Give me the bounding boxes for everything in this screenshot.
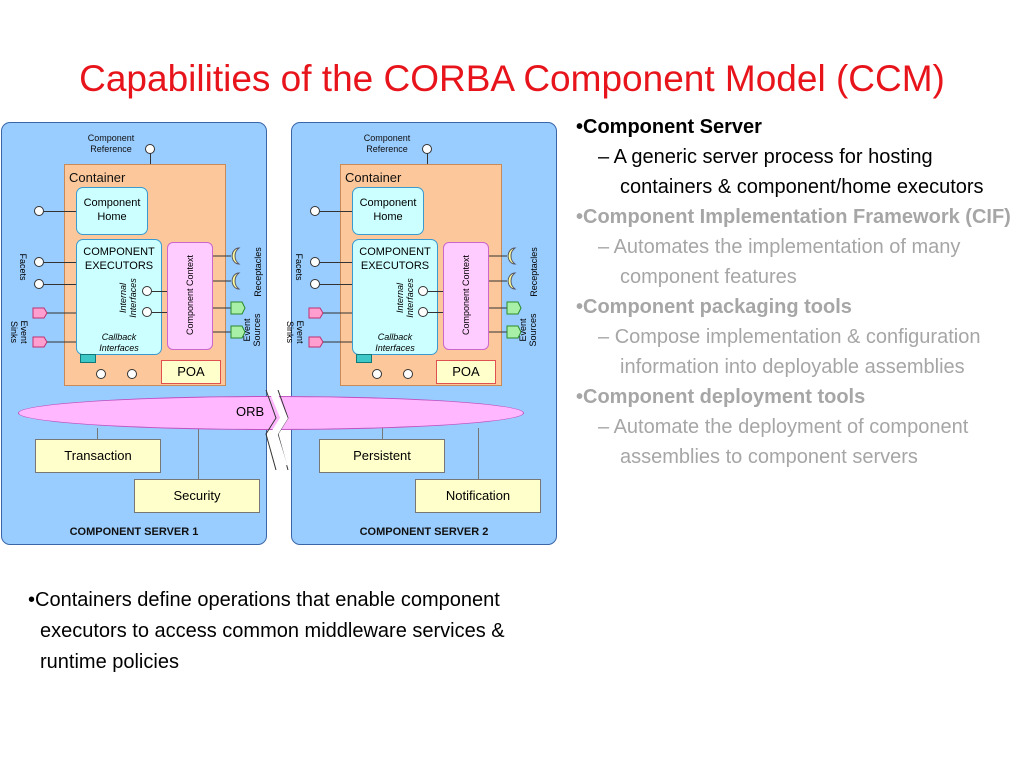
orb-ellipse bbox=[18, 396, 524, 430]
event-sinks-label: Event Sinks bbox=[285, 320, 305, 344]
internal-port-icon bbox=[142, 307, 152, 317]
container-port-icon bbox=[96, 369, 106, 379]
facet-port-icon bbox=[310, 279, 320, 289]
internal-connector bbox=[152, 312, 168, 313]
persistent-service: Persistent bbox=[319, 439, 445, 473]
receptacles-label: Receptacles bbox=[253, 247, 263, 297]
component-context-box bbox=[443, 242, 489, 350]
internal-port-icon bbox=[142, 286, 152, 296]
sub-bullet-item: – A generic server process for hosting c… bbox=[598, 146, 984, 198]
container-port-icon bbox=[403, 369, 413, 379]
slide-title: Capabilities of the CORBA Component Mode… bbox=[79, 58, 945, 99]
bullet-item: •Component Server bbox=[576, 116, 762, 138]
internal-connector bbox=[152, 291, 168, 292]
internal-connector bbox=[428, 291, 444, 292]
home-facet-port-icon bbox=[310, 206, 320, 216]
sub-bullet-item: – Compose implementation & configuration… bbox=[598, 326, 981, 378]
callback-port-icon bbox=[80, 354, 96, 363]
facet-line bbox=[320, 284, 352, 285]
home-facet-port-icon bbox=[34, 206, 44, 216]
container-label: Container bbox=[69, 170, 126, 185]
facets-label: Facets bbox=[294, 253, 304, 281]
container-port-icon bbox=[127, 369, 137, 379]
orb-label: ORB bbox=[236, 404, 265, 419]
component-executors-box: COMPONENT EXECUTORS Callback Interfaces bbox=[352, 239, 438, 355]
internal-connector bbox=[428, 312, 444, 313]
internal-interfaces-label: Internal Interfaces bbox=[118, 278, 138, 318]
poa-box: POA bbox=[161, 360, 221, 384]
sub-bullet-item: – Automates the implementation of many c… bbox=[598, 236, 961, 288]
facets-label: Facets bbox=[18, 253, 28, 281]
persistent-connector bbox=[382, 428, 383, 439]
receptacles-label: Receptacles bbox=[529, 247, 539, 297]
event-sink-icons bbox=[32, 307, 76, 348]
component-context-label: Component Context bbox=[185, 254, 195, 335]
component-executors-label: COMPONENT EXECUTORS bbox=[359, 246, 431, 272]
callback-interfaces-label: Callback Interfaces bbox=[99, 332, 139, 353]
internal-port-icon bbox=[418, 307, 428, 317]
event-sources-label: Event Sources bbox=[242, 313, 262, 347]
component-reference-port-icon bbox=[422, 144, 432, 154]
event-sources-label: Event Sources bbox=[518, 313, 538, 347]
component-context-label: Component Context bbox=[461, 254, 471, 335]
facet-line bbox=[44, 262, 76, 263]
bullet-list: •Component Server – A generic server pro… bbox=[576, 112, 1016, 472]
receptacle-icons bbox=[213, 247, 246, 339]
callback-interfaces-label: Callback Interfaces bbox=[375, 332, 415, 353]
component-home-box: Component Home bbox=[352, 187, 424, 235]
container-label: Container bbox=[345, 170, 402, 185]
security-connector bbox=[198, 428, 199, 479]
component-server-1-label: COMPONENT SERVER 1 bbox=[69, 526, 199, 538]
component-server-2-label: COMPONENT SERVER 2 bbox=[359, 526, 489, 538]
poa-box: POA bbox=[436, 360, 496, 384]
facet-port-icon bbox=[310, 257, 320, 267]
component-reference-port-icon bbox=[145, 144, 155, 154]
receptacle-icons bbox=[489, 247, 522, 339]
component-home-box: Component Home bbox=[76, 187, 148, 235]
containers-bullet: •Containers define operations that enabl… bbox=[28, 589, 505, 673]
facet-port-icon bbox=[34, 257, 44, 267]
component-reference-label: Component Reference bbox=[87, 133, 135, 154]
callback-port-icon bbox=[356, 354, 372, 363]
event-sink-icons bbox=[308, 307, 352, 348]
component-context-box bbox=[167, 242, 213, 350]
notification-service: Notification bbox=[415, 479, 541, 513]
facet-port-icon bbox=[34, 279, 44, 289]
home-facet-line bbox=[44, 211, 76, 212]
security-service: Security bbox=[134, 479, 260, 513]
internal-interfaces-label: Internal Interfaces bbox=[395, 278, 415, 318]
event-sinks-label: Event Sinks bbox=[9, 320, 29, 344]
bullet-item: •Component Implementation Framework (CIF… bbox=[576, 206, 1011, 228]
transaction-service: Transaction bbox=[35, 439, 161, 473]
facet-line bbox=[320, 262, 352, 263]
bullet-item: •Component deployment tools bbox=[576, 386, 866, 408]
component-executors-box: COMPONENT EXECUTORS Callback Interfaces bbox=[76, 239, 162, 355]
bullet-item: •Component packaging tools bbox=[576, 296, 852, 318]
component-reference-label: Component Reference bbox=[363, 133, 411, 154]
notification-connector bbox=[478, 428, 479, 479]
orb-break-icon bbox=[265, 390, 289, 470]
internal-port-icon bbox=[418, 286, 428, 296]
transaction-connector bbox=[97, 428, 98, 439]
sub-bullet-item: – Automate the deployment of component a… bbox=[598, 416, 969, 468]
container-port-icon bbox=[372, 369, 382, 379]
component-executors-label: COMPONENT EXECUTORS bbox=[83, 246, 155, 272]
home-facet-line bbox=[320, 211, 352, 212]
facet-line bbox=[44, 284, 76, 285]
